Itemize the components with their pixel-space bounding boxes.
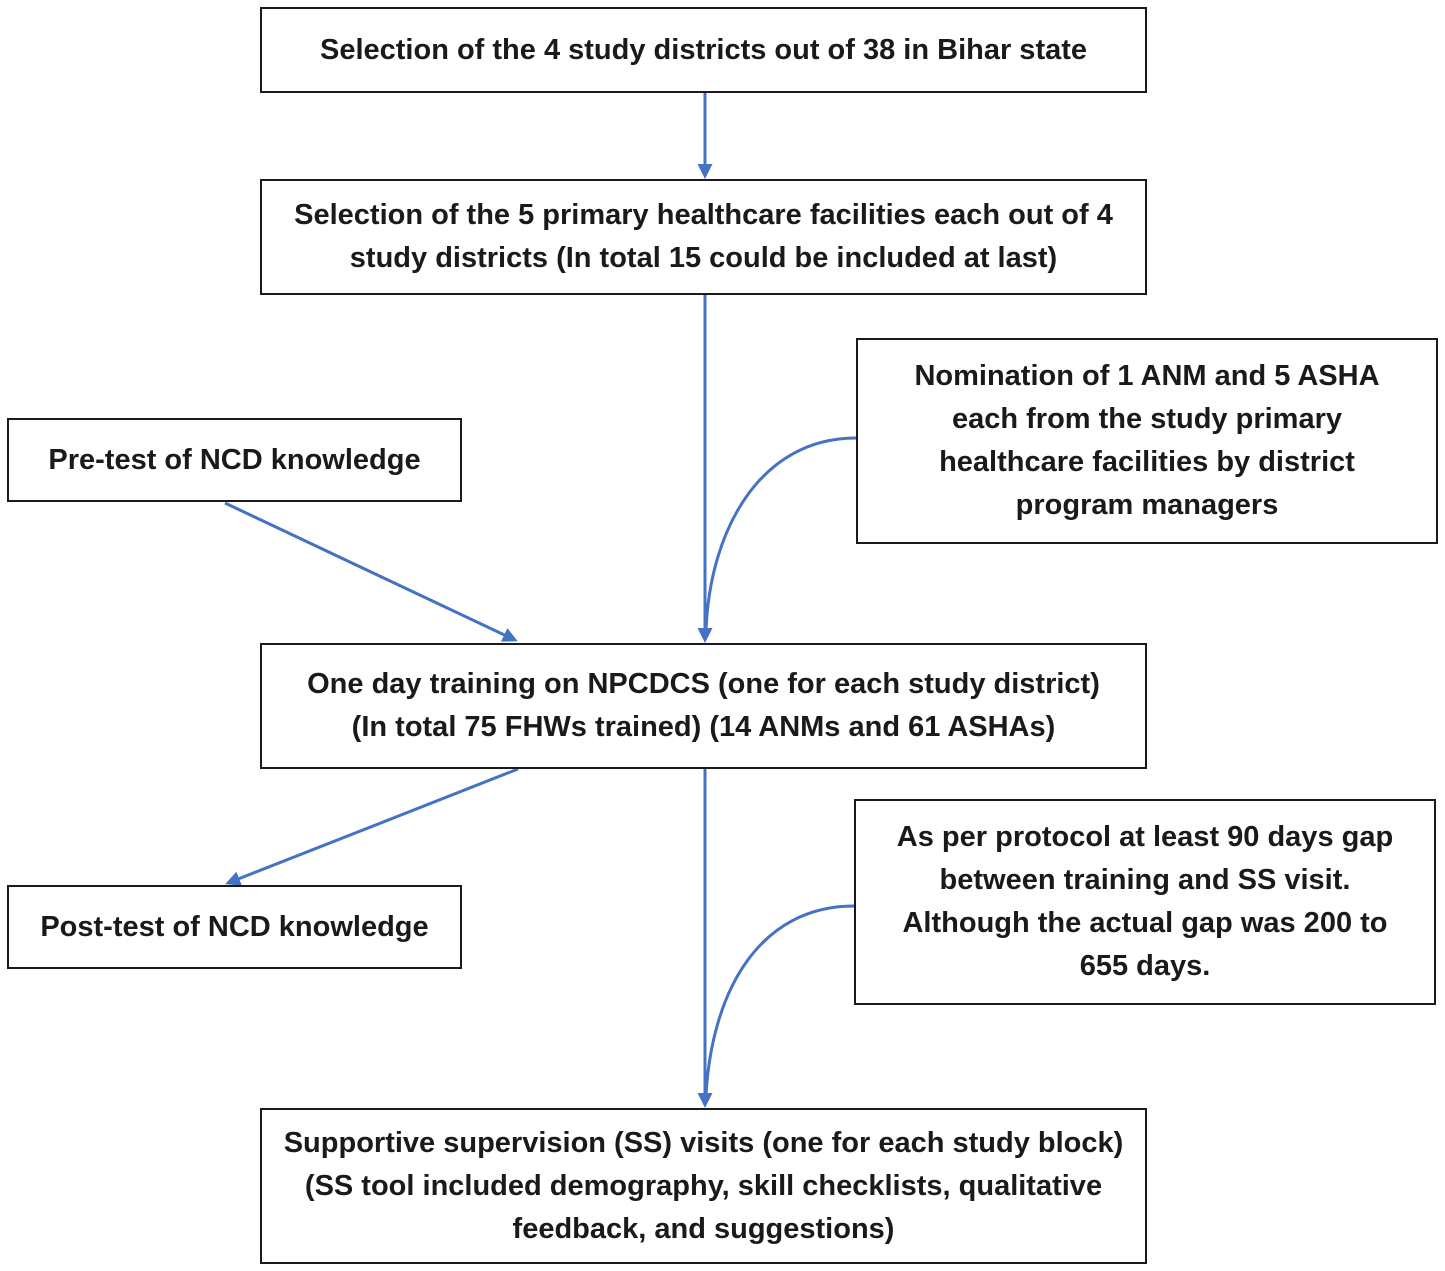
pre-test-line-1: Pre-test of NCD knowledge (48, 443, 421, 476)
training-line-1: One day training on NPCDCS (one for each… (307, 668, 1100, 700)
arrow-pretest-to-training (224, 501, 518, 642)
nomination-line-3: healthcare facilities by district (939, 446, 1355, 478)
nomination-line-2: each from the study primary (951, 403, 1342, 435)
nomination-box: Nomination of 1 ANM and 5 ASHA each from… (856, 338, 1438, 544)
post-test-line-1: Post-test of NCD knowledge (40, 910, 429, 943)
training-line-2: (In total 75 FHWs trained) (14 ANMs and … (351, 711, 1056, 743)
arrow-training-to-posttest (225, 767, 519, 886)
facility-selection-line-2: study districts (In total 15 could be in… (349, 242, 1058, 274)
gap-note-line-2: between training and SS visit. (939, 864, 1351, 896)
nomination-line-1: Nomination of 1 ANM and 5 ASHA (914, 360, 1380, 392)
facility-selection-line-1: Selection of the 5 primary healthcare fa… (294, 199, 1113, 231)
post-test-box: Post-test of NCD knowledge (7, 885, 462, 969)
gap-note-line-4: 655 days. (1079, 950, 1211, 982)
district-selection-box: Selection of the 4 study districts out o… (260, 7, 1147, 93)
district-selection-line-1: Selection of the 4 study districts out o… (319, 33, 1088, 66)
facility-selection-box: Selection of the 5 primary healthcare fa… (260, 179, 1147, 295)
gap-note-box: As per protocol at least 90 days gap bet… (854, 799, 1436, 1005)
gap-note-line-1: As per protocol at least 90 days gap (896, 821, 1394, 853)
pre-test-box: Pre-test of NCD knowledge (7, 418, 462, 502)
arrow-gap-to-supervision (704, 904, 855, 1096)
supervision-line-1: Supportive supervision (SS) visits (one … (283, 1126, 1124, 1159)
gap-note-line-3: Although the actual gap was 200 to (902, 907, 1388, 939)
supervision-line-3: feedback, and suggestions) (512, 1212, 895, 1245)
training-box: One day training on NPCDCS (one for each… (260, 643, 1147, 769)
nomination-line-4: program managers (1015, 489, 1279, 521)
arrow-nomination-to-training (704, 436, 857, 631)
supervision-box: Supportive supervision (SS) visits (one … (260, 1108, 1147, 1264)
supervision-line-2: (SS tool included demography, skill chec… (304, 1169, 1103, 1202)
